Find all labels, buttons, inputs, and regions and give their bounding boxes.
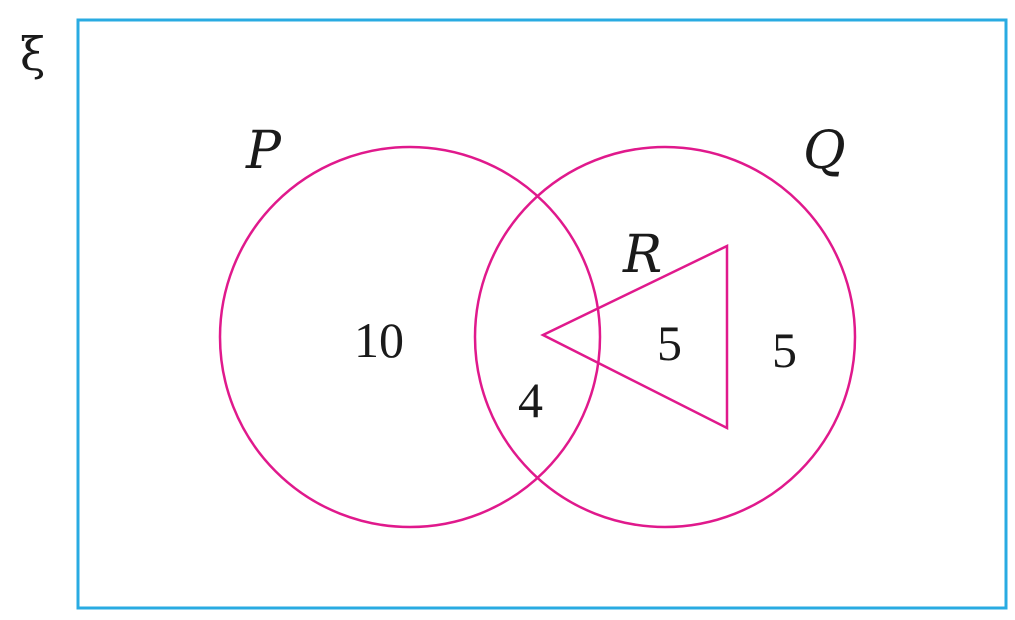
region-p-and-q-value: 4 xyxy=(518,372,543,428)
set-q-circle xyxy=(473,145,857,529)
universal-set-box xyxy=(76,18,1008,610)
set-q-label: Q xyxy=(803,121,846,181)
set-p-circle xyxy=(218,145,602,529)
region-q-only-value: 5 xyxy=(772,322,797,378)
universal-set-symbol: ξ xyxy=(20,27,45,81)
region-p-only-value: 10 xyxy=(354,312,404,368)
set-r-triangle xyxy=(540,244,729,431)
region-r-value: 5 xyxy=(657,315,682,371)
set-r-label: R xyxy=(622,225,662,285)
set-p-label: P xyxy=(245,121,282,181)
